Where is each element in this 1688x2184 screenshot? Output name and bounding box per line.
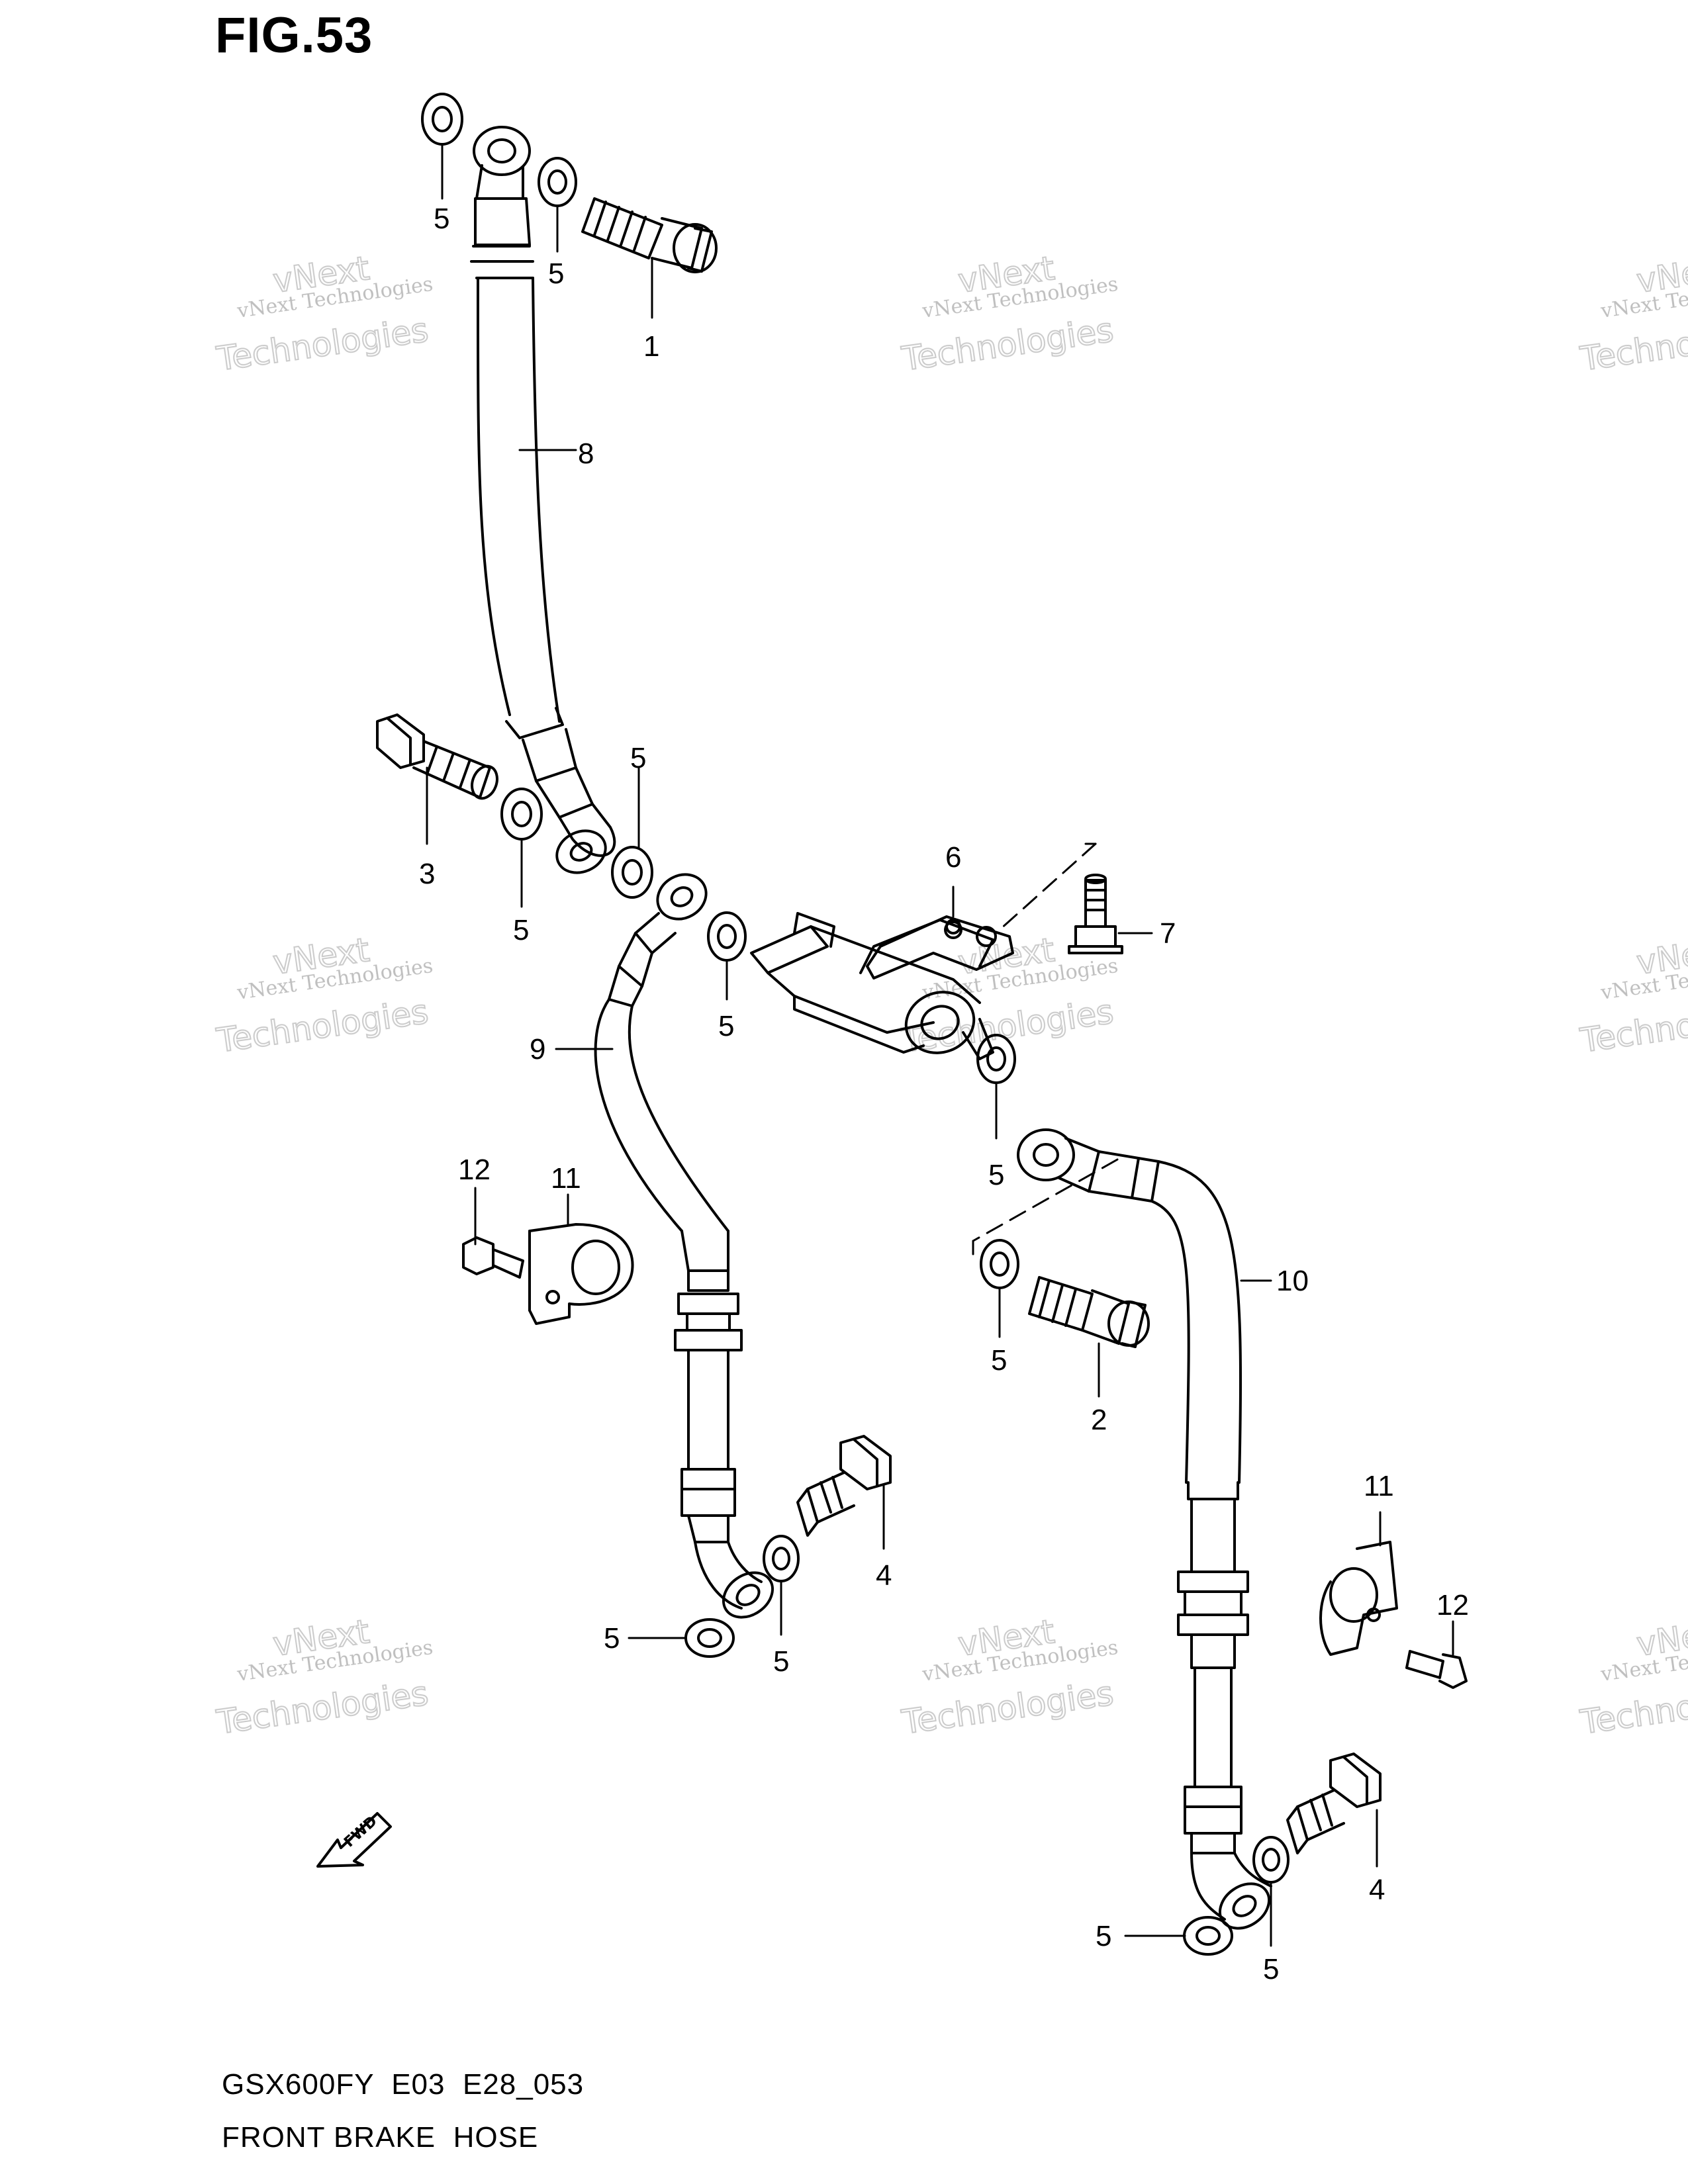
- watermark-text: vNext: [1634, 931, 1688, 982]
- figure-title: FIG.53: [215, 7, 373, 64]
- washer: [421, 93, 463, 146]
- callout-5: 5: [718, 1010, 734, 1042]
- watermark-br: vNext Technologies vNext Technologies: [1577, 1612, 1688, 1743]
- watermark-tr: vNext Technologies vNext Technologies: [1577, 248, 1688, 379]
- union-bolt-4-right: [1286, 1752, 1382, 1854]
- hose-9: [594, 873, 774, 1619]
- callout-5: 5: [434, 203, 449, 235]
- callout-labels: 5 5 1 8 3 5 5 5 6 7 9 5 12 11 10 5 2 4 1…: [419, 203, 1469, 1985]
- washer: [763, 1535, 800, 1582]
- diagram-name: FRONT BRAKE HOSE: [222, 2121, 539, 2154]
- bolt-12-right: [1405, 1650, 1468, 1689]
- callout-5: 5: [991, 1344, 1007, 1377]
- callout-3: 3: [419, 858, 435, 890]
- watermark-tl: vNext Technologies vNext Technologies: [213, 248, 434, 379]
- callout-9: 9: [530, 1033, 545, 1066]
- washer: [1183, 1916, 1233, 1956]
- callout-11: 11: [551, 1162, 581, 1195]
- union-bolt-2: [1028, 1276, 1150, 1348]
- watermark-ml: vNext Technologies vNext Technologies: [213, 930, 434, 1061]
- bolt-12-left: [462, 1236, 524, 1279]
- union-bolt-3: [376, 713, 498, 800]
- hose-10: [1017, 1128, 1272, 1930]
- callout-2: 2: [1091, 1404, 1107, 1436]
- bracket-6: [866, 915, 1014, 979]
- washers-5: [421, 93, 1289, 1956]
- watermark-bm: vNext Technologies vNext Technologies: [898, 1612, 1119, 1743]
- washer: [1252, 1836, 1289, 1884]
- callout-8: 8: [578, 437, 594, 470]
- union-bolt-1: [581, 197, 718, 273]
- washer: [980, 1239, 1019, 1289]
- washer: [538, 157, 577, 207]
- union-bolt-4-left: [796, 1435, 892, 1537]
- hose-8: [470, 126, 616, 874]
- watermark-text: Technologies: [1577, 311, 1688, 379]
- callout-5: 5: [548, 257, 564, 290]
- brake-joint: [750, 912, 997, 1060]
- model-code: GSX600FY E03 E28_053: [222, 2068, 585, 2101]
- callout-10: 10: [1276, 1265, 1309, 1297]
- washer: [611, 846, 653, 899]
- washer: [684, 1618, 735, 1658]
- callout-5: 5: [1096, 1920, 1111, 1952]
- watermark-tm: vNext Technologies vNext Technologies: [898, 248, 1119, 379]
- clamp-11-right: [1319, 1541, 1398, 1656]
- callout-6: 6: [945, 841, 961, 874]
- fwd-arrow: FWD: [316, 1812, 392, 1868]
- clamp-11-left: [528, 1223, 634, 1325]
- callout-5: 5: [988, 1159, 1004, 1191]
- callout-5: 5: [773, 1645, 789, 1678]
- callout-7: 7: [1160, 917, 1176, 950]
- watermark-text: Technologies: [1577, 1674, 1688, 1742]
- callout-1: 1: [643, 330, 659, 363]
- watermark-text: vNext: [1634, 1612, 1688, 1664]
- washer: [707, 911, 747, 962]
- alignment-ticks: [972, 842, 1097, 1255]
- alignment-lines: [972, 842, 1119, 1242]
- watermark-mr: vNext Technologies vNext Technologies: [1577, 930, 1688, 1061]
- callout-12: 12: [458, 1154, 491, 1186]
- watermark-text: vNext: [1634, 249, 1688, 300]
- callout-5: 5: [604, 1622, 620, 1655]
- watermark-text: Technologies: [1577, 993, 1688, 1060]
- washer: [500, 788, 543, 841]
- watermark-bl: vNext Technologies vNext Technologies: [213, 1612, 434, 1743]
- bolt-7: [1068, 874, 1123, 954]
- callout-5: 5: [513, 914, 529, 946]
- callout-11: 11: [1364, 1470, 1394, 1502]
- callout-12: 12: [1436, 1589, 1469, 1621]
- callout-4: 4: [876, 1559, 892, 1592]
- callout-4: 4: [1369, 1874, 1385, 1906]
- callout-5: 5: [1263, 1953, 1279, 1985]
- callout-5: 5: [630, 742, 646, 774]
- leader-lines: [426, 144, 1454, 1947]
